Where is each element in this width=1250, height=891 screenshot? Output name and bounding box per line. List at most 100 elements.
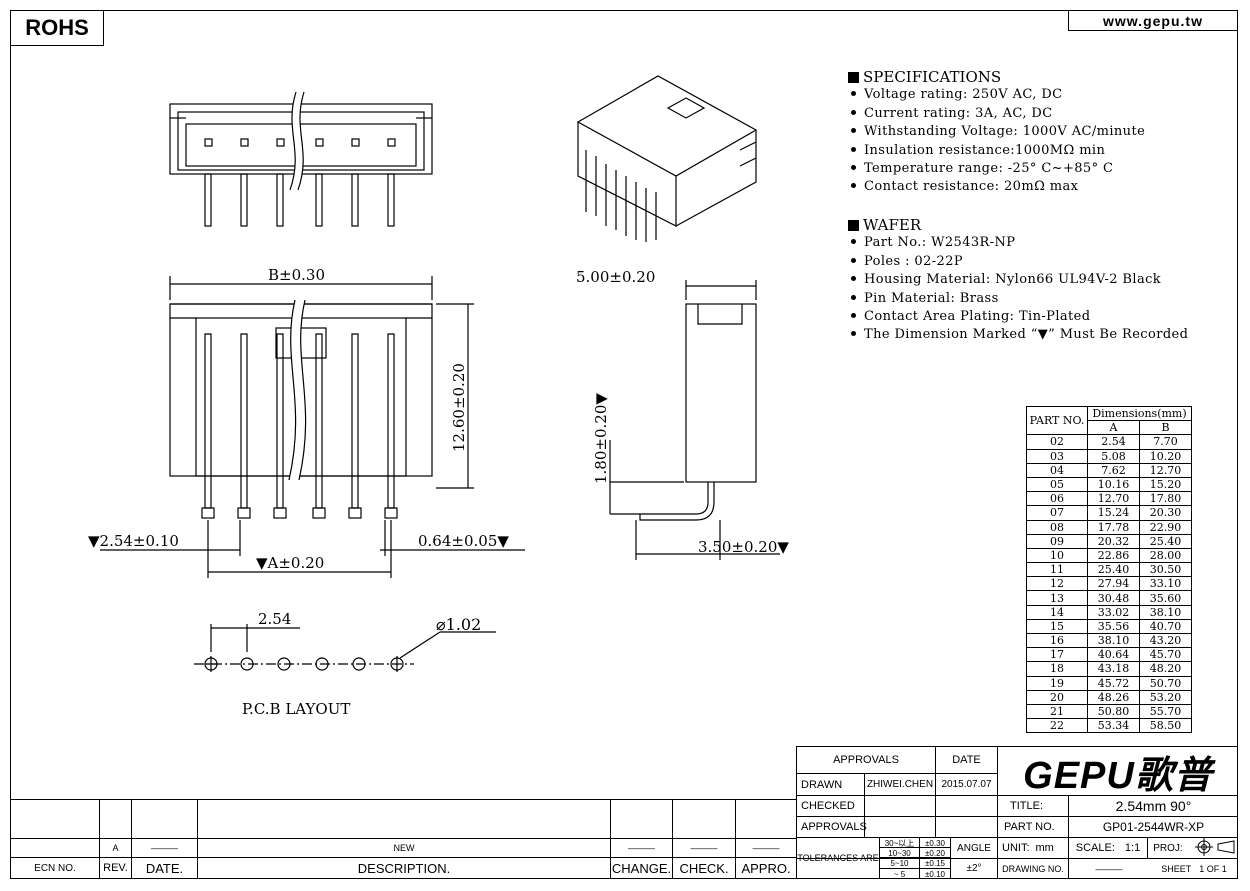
tol-value: ±0.10 — [925, 869, 945, 879]
pcb-layout — [194, 624, 496, 672]
dimension-b: 35.60 — [1139, 590, 1192, 606]
dimension-a: 10.16 — [1087, 476, 1140, 493]
header-col-a: A — [1087, 420, 1140, 436]
unit-cell: UNIT: mm — [998, 838, 1068, 858]
dimension-part-no: 14 — [1026, 604, 1088, 620]
spec-item: Contact resistance: 20mΩ max — [848, 178, 1145, 196]
wafer-block: WAFER Part No.: W2543R-NP Poles : 02-22P… — [848, 216, 1188, 345]
check-label: CHECK. — [679, 860, 729, 876]
pcb-hole-label: ⌀1.02 — [436, 615, 481, 634]
rev-check-dash: ——— — [690, 843, 718, 853]
dimension-a: 2.54 — [1087, 434, 1140, 450]
change-label: CHANGE. — [611, 860, 672, 876]
drawing-no-dash: ——— — [1095, 864, 1123, 874]
dimension-part-no: 05 — [1026, 476, 1088, 493]
gepu-logo: GEPU歌普 — [1023, 754, 1213, 797]
dimension-a: 17.78 — [1087, 519, 1140, 535]
proj-label: PROJ: — [1153, 842, 1183, 854]
date-header: DATE — [952, 754, 981, 766]
dimension-a: 25.40 — [1087, 562, 1140, 578]
rev-appro-dash: ——— — [752, 843, 780, 853]
pcb-layout-title: P.C.B LAYOUT — [242, 700, 350, 718]
dimension-b: 20.30 — [1139, 505, 1192, 521]
tol-range: 30~以上 — [884, 838, 915, 848]
dimension-b: 55.70 — [1139, 703, 1192, 720]
unit-label: UNIT: — [1002, 842, 1030, 854]
drawn-date: 2015.07.07 — [941, 779, 992, 790]
sheet-label: SHEET — [1161, 864, 1192, 874]
spec-item: Withstanding Voltage: 1000V AC/minute — [848, 123, 1145, 141]
dimension-a: 27.94 — [1087, 576, 1140, 592]
dimension-a: 22.86 — [1087, 547, 1140, 564]
dimension-part-no: 09 — [1026, 533, 1088, 549]
dimension-b: 7.70 — [1139, 434, 1192, 450]
dimension-b: 38.10 — [1139, 604, 1192, 620]
dimension-a: 40.64 — [1087, 647, 1140, 663]
sheet-value: 1 OF 1 — [1199, 864, 1227, 874]
top-view — [169, 90, 433, 227]
drawing-no-label: DRAWING NO. — [1002, 864, 1064, 874]
dimension-part-no: 17 — [1026, 647, 1088, 663]
dimension-a: 5.08 — [1087, 448, 1140, 464]
scale-label: SCALE: — [1075, 842, 1115, 854]
rev-change-dash: ——— — [628, 843, 655, 853]
title-value: 2.54mm 90° — [1115, 798, 1192, 814]
dimension-b: 48.20 — [1139, 661, 1192, 677]
dimension-part-no: 13 — [1026, 590, 1088, 606]
spec-item: Insulation resistance:1000MΩ min — [848, 142, 1145, 160]
dimension-b: 40.70 — [1139, 618, 1192, 635]
pin-dim-label: 0.64±0.05▼ — [418, 532, 509, 550]
a-dim-label: ▼A±0.20 — [256, 554, 324, 572]
appro-label: APPRO. — [741, 860, 791, 876]
dimension-a: 48.26 — [1087, 689, 1140, 705]
dimension-part-no: 08 — [1026, 519, 1088, 535]
dimension-a: 45.72 — [1087, 675, 1140, 691]
dimension-part-no: 07 — [1026, 505, 1088, 521]
scale-value: 1:1 — [1124, 842, 1141, 854]
connector-drawings: B±0.30 12.60±0.20 ▼2.54±0.10 ▼A±0.20 0.6… — [88, 75, 789, 718]
wafer-item: The Dimension Marked “▼” Must Be Recorde… — [848, 326, 1188, 344]
rev-value: A — [112, 843, 119, 853]
approvals-label: APPROVALS — [801, 821, 867, 833]
dimension-part-no: 19 — [1026, 675, 1088, 691]
dimension-a: 20.32 — [1087, 533, 1140, 549]
scale-cell: SCALE: 1:1 — [1069, 838, 1147, 858]
b-dim-label: B±0.30 — [268, 266, 325, 284]
dimension-b: 15.20 — [1139, 476, 1192, 493]
dimension-b: 45.70 — [1139, 647, 1192, 663]
date-label: DATE. — [145, 860, 184, 876]
unit-value: mm — [1035, 842, 1054, 854]
checked-label: CHECKED — [801, 800, 855, 812]
dimension-a: 43.18 — [1087, 661, 1140, 677]
wafer-heading: WAFER — [848, 216, 1188, 234]
sheet-cell: SHEET 1 OF 1 — [1150, 859, 1238, 879]
tol-range: 10~30 — [888, 848, 911, 858]
spec-item: Voltage rating: 250V AC, DC — [848, 86, 1145, 104]
tol-range: ~ 5 — [893, 869, 906, 879]
approvals-header: APPROVALS — [833, 754, 899, 766]
depth-dim-label: 5.00±0.20 — [576, 268, 655, 286]
dimension-b: 43.20 — [1139, 632, 1192, 649]
specifications-heading: SPECIFICATIONS — [848, 68, 1145, 86]
part-no-label: PART NO. — [1004, 821, 1055, 833]
wafer-item: Poles : 02-22P — [848, 253, 1188, 271]
dimension-part-no: 11 — [1026, 562, 1088, 578]
height-dim-label: 12.60±0.20 — [450, 363, 468, 452]
tol-value: ±0.15 — [925, 858, 945, 868]
wafer-item: Part No.: W2543R-NP — [848, 234, 1188, 252]
tol-value: ±0.20 — [925, 848, 945, 858]
header-col-b: B — [1139, 420, 1192, 436]
